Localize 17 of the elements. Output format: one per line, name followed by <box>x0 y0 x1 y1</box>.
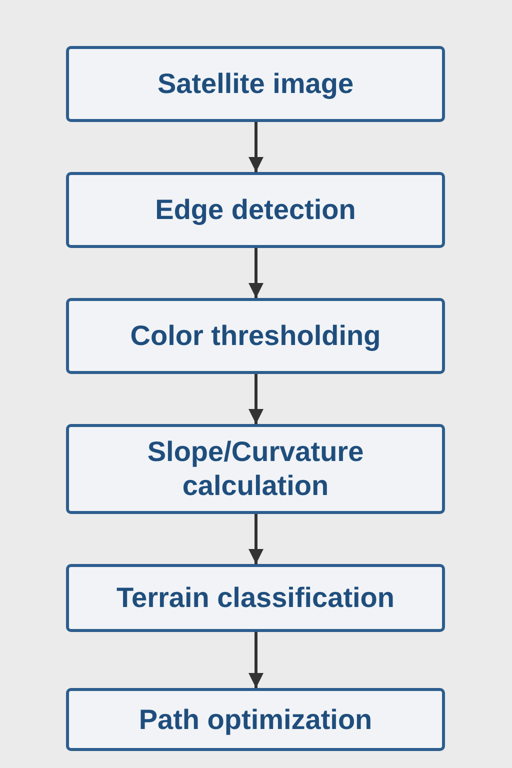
arrow <box>248 248 264 298</box>
step-label: Edge detection <box>154 193 357 227</box>
arrow <box>248 632 264 688</box>
step-label: Color thresholding <box>129 319 382 353</box>
step-label: Satellite image <box>156 67 355 101</box>
process-box <box>66 564 445 632</box>
process-box <box>66 424 445 514</box>
step-label: Path optimization <box>138 702 374 736</box>
arrow <box>248 514 264 564</box>
step-label: Terrain classification <box>115 581 396 615</box>
arrow <box>248 374 264 424</box>
process-box <box>66 46 445 122</box>
process-box <box>66 172 445 248</box>
process-box <box>66 688 445 751</box>
arrow <box>248 122 264 172</box>
process-box <box>66 298 445 374</box>
step-label: Slope/Curvature calculation <box>146 435 365 503</box>
